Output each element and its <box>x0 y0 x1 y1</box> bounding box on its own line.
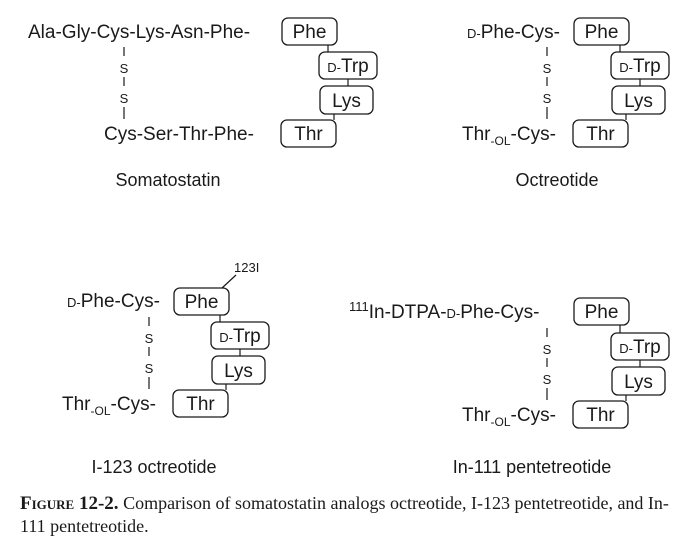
i123-panel: 123I D-Phe-Cys- Phe D-Trp Lys Thr Thr-OL… <box>62 260 270 477</box>
octreotide-dtrp-label: D-Trp <box>619 56 661 77</box>
i123-thr-label: Thr <box>186 394 215 415</box>
in111-lys-box <box>611 366 666 396</box>
octreotide-panel: D-Phe-Cys- Phe D-Trp Lys Thr Thr-OL-Cys-… <box>462 17 670 190</box>
octreotide-phe-box <box>573 17 630 46</box>
figure-caption: Figure 12-2. Comparison of somatostatin … <box>20 492 680 538</box>
octreotide-lys-box <box>611 85 666 115</box>
octreotide-bottom-sequence: Thr-OL-Cys- <box>462 124 556 148</box>
svg-text:S: S <box>543 91 552 106</box>
somatostatin-phe-box <box>281 17 338 46</box>
svg-text:S: S <box>145 331 154 346</box>
in111-panel: 111In-DTPA-D-Phe-Cys- Phe D-Trp Lys Thr … <box>349 297 670 477</box>
in111-phe-label: Phe <box>585 302 619 323</box>
svg-text:S: S <box>543 61 552 76</box>
somatostatin-lys-label: Lys <box>332 91 361 112</box>
in111-dtrp-label: D-Trp <box>619 337 661 358</box>
in111-caption: In-111 pentetreotide <box>453 457 611 477</box>
somatostatin-lys-box <box>319 85 374 115</box>
svg-text:S: S <box>543 342 552 357</box>
i123-caption: I-123 octreotide <box>91 457 216 477</box>
in111-thr-box <box>572 400 629 429</box>
somatostatin-bottom-sequence: Cys-Ser-Thr-Phe- <box>104 124 254 145</box>
octreotide-caption: Octreotide <box>515 170 598 190</box>
in111-lys-label: Lys <box>624 372 653 393</box>
svg-text:S: S <box>120 61 129 76</box>
somatostatin-phe-label: Phe <box>293 22 327 43</box>
in111-bottom-sequence: Thr-OL-Cys- <box>462 405 556 429</box>
figure-caption-text: Comparison of somatostatin analogs octre… <box>20 493 669 536</box>
i123-dtrp-label: D-Trp <box>219 326 261 347</box>
in111-phe-box <box>573 297 630 326</box>
in111-disulfide-bridge: S S <box>543 328 552 400</box>
i123-iodine-bond <box>221 274 237 289</box>
i123-phe-label: Phe <box>185 292 219 313</box>
i123-bottom-sequence: Thr-OL-Cys- <box>62 394 156 418</box>
svg-text:S: S <box>543 372 552 387</box>
i123-thr-box <box>172 389 229 418</box>
octreotide-phe-label: Phe <box>585 22 619 43</box>
in111-top-sequence: 111In-DTPA-D-Phe-Cys- <box>349 299 539 323</box>
octreotide-top-sequence: D-Phe-Cys- <box>467 22 560 43</box>
octreotide-disulfide-bridge: S S <box>543 47 552 119</box>
somatostatin-panel: Ala-Gly-Cys-Lys-Asn-Phe- Phe D-Trp Lys T… <box>28 17 378 190</box>
octreotide-thr-label: Thr <box>586 124 615 145</box>
i123-phe-box <box>173 287 230 316</box>
somatostatin-thr-box <box>280 119 337 148</box>
i123-iodine-label: 123I <box>234 260 259 275</box>
octreotide-thr-box <box>572 119 629 148</box>
peptide-diagram: Ala-Gly-Cys-Lys-Asn-Phe- Phe D-Trp Lys T… <box>28 17 670 477</box>
svg-text:S: S <box>145 361 154 376</box>
i123-disulfide-bridge: S S <box>145 317 154 389</box>
somatostatin-top-sequence: Ala-Gly-Cys-Lys-Asn-Phe- <box>28 22 250 43</box>
somatostatin-disulfide-bridge: S S <box>120 47 129 119</box>
somatostatin-dtrp-label: D-Trp <box>327 56 369 77</box>
octreotide-lys-label: Lys <box>624 91 653 112</box>
i123-top-sequence: D-Phe-Cys- <box>67 291 160 312</box>
in111-thr-label: Thr <box>586 405 615 426</box>
svg-text:S: S <box>120 91 129 106</box>
somatostatin-thr-label: Thr <box>294 124 323 145</box>
i123-lys-box <box>211 355 266 385</box>
somatostatin-caption: Somatostatin <box>115 170 220 190</box>
figure-label: Figure 12-2. <box>20 493 119 514</box>
i123-lys-label: Lys <box>224 361 253 382</box>
